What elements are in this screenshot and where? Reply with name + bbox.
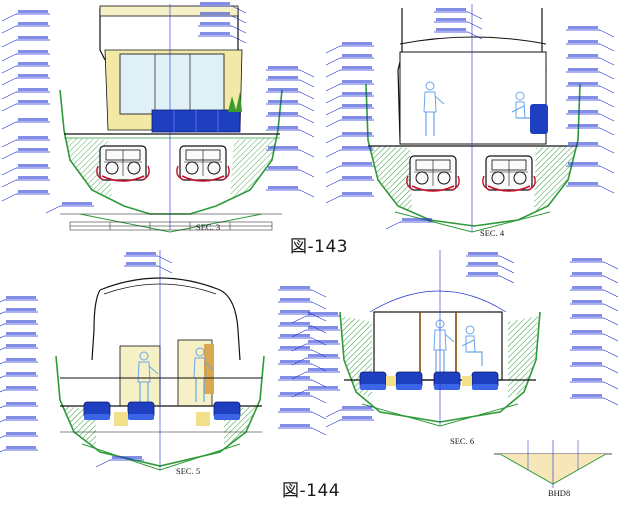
engine-icon [406,155,460,192]
engine-icon [96,145,150,182]
bhd8-drawing [494,440,612,488]
seat-icon [127,401,155,421]
figure-144-caption: 図-144 [282,481,341,501]
engine-icon [176,145,230,182]
seat-icon [471,371,499,391]
section-5-drawing [0,250,327,471]
section-4-label: SEC. 4 [480,228,505,238]
section-4-drawing [325,4,615,233]
seat-icon [213,401,241,421]
section-3-label: SEC. 3 [196,222,221,232]
engine-icon [482,155,536,192]
section-6-drawing [291,250,618,428]
seat-icon [433,371,461,391]
bhd8-label: BHD8 [548,488,571,498]
section-5-label: SEC. 5 [176,466,201,476]
seat-icon [83,401,111,421]
section-6-label: SEC. 6 [450,436,475,446]
figure-143-caption: 図-143 [290,237,349,257]
seat-icon [395,371,423,391]
section-3-drawing [1,1,315,233]
plant-icon [228,92,242,112]
seat-icon [530,104,548,134]
seat-icon [359,371,387,391]
